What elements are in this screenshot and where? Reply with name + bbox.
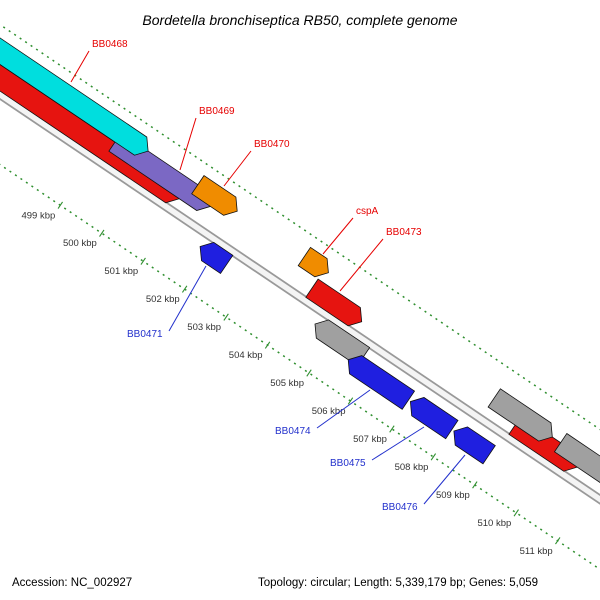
ruler-label-506: 506 kbp xyxy=(312,406,346,417)
ruler-tick-509 xyxy=(472,481,478,489)
genome-backbone-inner xyxy=(0,91,600,503)
ruler-tick-502 xyxy=(181,285,188,293)
ruler-label-508: 508 kbp xyxy=(395,462,429,473)
gene-label-leader-BB0469 xyxy=(179,117,197,171)
gene-label-BB0473[interactable]: BB0473 xyxy=(386,227,422,238)
ruler-tick-510 xyxy=(513,509,519,517)
ruler-label-501: 501 kbp xyxy=(104,266,138,277)
gene-label-BB0469[interactable]: BB0469 xyxy=(199,106,235,117)
ruler-tick-503 xyxy=(223,313,229,321)
ruler-tick-511 xyxy=(555,537,561,545)
ruler-label-504: 504 kbp xyxy=(229,350,263,361)
ruler-label-499: 499 kbp xyxy=(21,210,55,221)
ruler-label-505: 505 kbp xyxy=(270,378,304,389)
ruler-tick-499 xyxy=(57,201,64,209)
ruler-tick-500 xyxy=(99,229,105,237)
gene-label-BB0475[interactable]: BB0475 xyxy=(330,458,366,469)
gene-label-BB0476[interactable]: BB0476 xyxy=(382,502,418,513)
gene-label-cspA[interactable]: cspA xyxy=(356,206,379,217)
ruler-tick-506 xyxy=(347,397,354,405)
gene-arrow-BB0476[interactable] xyxy=(453,426,496,465)
gene-label-BB0470[interactable]: BB0470 xyxy=(254,139,290,150)
ruler-label-511: 511 kbp xyxy=(520,546,553,557)
gene-label-BB0471[interactable]: BB0471 xyxy=(127,329,163,340)
gene-arrow-cspA[interactable] xyxy=(297,246,329,278)
gene-label-BB0474[interactable]: BB0474 xyxy=(275,426,311,437)
gene-arrow-BB0473[interactable] xyxy=(305,278,363,327)
gene-arrow-BB0468[interactable] xyxy=(0,0,149,156)
gene-label-leader-BB0473 xyxy=(339,238,384,292)
gene-arrow-BB0470[interactable] xyxy=(191,175,238,216)
ruler-label-502: 502 kbp xyxy=(146,294,180,305)
gene-arrow-unnamed[interactable] xyxy=(553,432,600,496)
ruler-line-upper xyxy=(0,23,600,431)
ruler-line-lower xyxy=(0,163,600,571)
gene-label-leader-BB0476 xyxy=(423,454,466,505)
gene-label-leader-BB0474 xyxy=(316,389,371,429)
genome-track: 499 kbp 500 kbp 501 kbp 502 kbp 503 kbp 504 k… xyxy=(0,0,600,571)
footer-topology: Topology: circular; Length: 5,339,179 bp… xyxy=(258,577,538,589)
ruler-label-509: 509 kbp xyxy=(436,490,470,501)
gene-arrow-BB0475[interactable] xyxy=(409,397,459,440)
gene-arrow-BB0471[interactable] xyxy=(199,241,234,275)
gene-arrow-BB0474[interactable] xyxy=(347,355,416,410)
gene-label-BB0468[interactable]: BB0468 xyxy=(92,39,128,50)
ruler-label-507: 507 kbp xyxy=(353,434,387,445)
gene-label-leader-BB0468 xyxy=(70,50,90,83)
ruler-label-500: 500 kbp xyxy=(63,238,97,249)
gene-label-leader-BB0471 xyxy=(168,265,207,332)
gene-label-leader-cspA xyxy=(322,217,354,255)
ruler-label-503: 503 kbp xyxy=(187,322,221,333)
gene-label-leader-BB0475 xyxy=(371,426,425,461)
gene-arrow-unnamed[interactable] xyxy=(487,388,553,442)
ruler-tick-507 xyxy=(389,425,395,433)
ruler-tick-505 xyxy=(306,369,312,377)
ruler-tick-501 xyxy=(140,257,146,265)
footer-accession: Accession: NC_002927 xyxy=(12,577,132,589)
ruler-label-510: 510 kbp xyxy=(477,518,511,529)
ruler-tick-504 xyxy=(264,341,271,349)
figure-title: Bordetella bronchiseptica RB50, complete… xyxy=(142,12,457,28)
ruler-tick-508 xyxy=(430,453,437,461)
gene-label-leader-BB0470 xyxy=(223,150,252,187)
